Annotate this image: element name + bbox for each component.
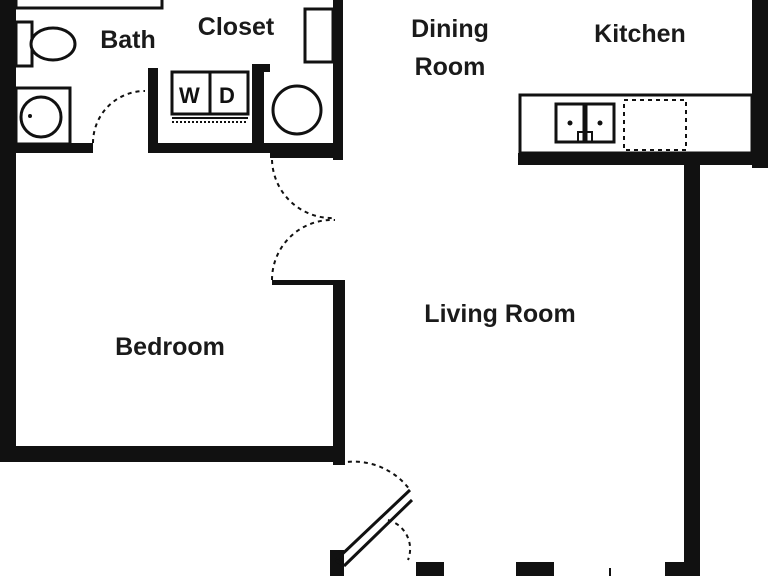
wall-closet-right: [333, 0, 343, 160]
wall-closet-partition-cap: [252, 64, 270, 72]
kitchen-fixtures: [518, 93, 754, 155]
wall-bedroom-right: [333, 280, 345, 465]
room-label-bedroom: Bedroom: [115, 333, 225, 361]
room-label-dining-1: Dining: [411, 15, 489, 43]
bath-fixtures: [14, 0, 164, 146]
entry-door: [334, 488, 414, 568]
wall-bottom-seg3: [665, 562, 700, 576]
bath-door-swing: [92, 90, 146, 144]
room-label-bath: Bath: [100, 26, 156, 54]
wall-closet-bottom: [148, 143, 343, 153]
wall-kitchen-bottom: [518, 153, 768, 165]
wall-right-outer: [684, 160, 700, 576]
room-label-dining-2: Room: [414, 53, 486, 81]
bedroom-door-swing-bottom: [270, 218, 336, 281]
bedroom-door-swing-top: [271, 159, 336, 220]
wall-kitchen-right: [752, 0, 768, 168]
room-label-kitchen: Kitchen: [594, 20, 686, 48]
closet-shelf: [303, 7, 335, 64]
wall-left-outer: [0, 0, 16, 462]
bathtub: [14, 0, 164, 10]
dryer-label: D: [219, 83, 235, 108]
toilet-bowl: [29, 26, 77, 62]
room-label-living: Living Room: [424, 300, 576, 328]
wall-closet-partition: [252, 64, 264, 153]
room-label-closet: Closet: [197, 13, 275, 41]
wall-closet-left: [148, 68, 158, 153]
wall-bottom-seg2: [516, 562, 554, 576]
wall-bottom-seg1: [416, 562, 444, 576]
wall-bath-bottom: [0, 143, 93, 153]
wall-hall-top: [270, 153, 343, 158]
wall-bedroom-bottom: [0, 446, 345, 462]
washer-label: W: [179, 83, 200, 108]
entry-door-swing: [339, 460, 411, 491]
entry-door-swing-lower: [387, 519, 412, 561]
wall-bedroom-door-stub: [272, 280, 345, 285]
water-heater: [271, 84, 323, 136]
bath-sink: [19, 95, 63, 139]
washer-dryer: W D: [170, 70, 250, 123]
kitchen-sink-right: [584, 102, 616, 144]
